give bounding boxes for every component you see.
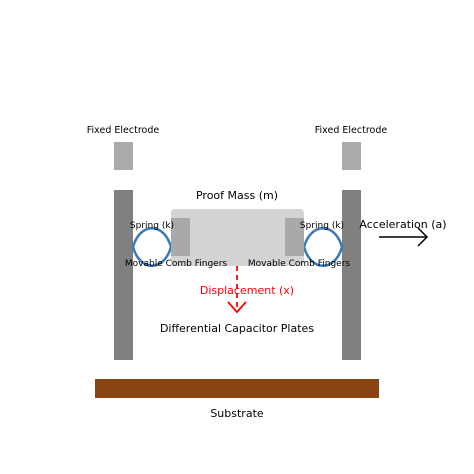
fixed-electrode-left-cap xyxy=(114,142,133,170)
comb-fingers-left-label: Movable Comb Fingers xyxy=(125,259,228,269)
spring-right-label: Spring (k) xyxy=(300,221,344,231)
fixed-electrode-right-label: Fixed Electrode xyxy=(315,125,388,136)
spring-right xyxy=(302,227,344,267)
fixed-electrode-left-label: Fixed Electrode xyxy=(87,125,160,136)
spring-left xyxy=(131,227,173,267)
acceleration-label: Acceleration (a) xyxy=(359,218,446,231)
displacement-label: Displacement (x) xyxy=(200,284,294,297)
comb-fingers-right xyxy=(285,218,304,256)
spring-left-label: Spring (k) xyxy=(130,221,174,231)
fixed-electrode-right-cap xyxy=(342,142,361,170)
displacement-arrow-head xyxy=(227,301,247,314)
comb-fingers-right-label: Movable Comb Fingers xyxy=(248,259,351,269)
comb-fingers-left xyxy=(171,218,190,256)
substrate xyxy=(95,379,379,398)
proof-mass xyxy=(171,209,304,266)
capacitor-plates-label: Differential Capacitor Plates xyxy=(160,322,314,335)
acceleration-arrow-head xyxy=(417,227,429,247)
fixed-electrode-right-plate xyxy=(342,190,361,360)
substrate-label: Substrate xyxy=(210,407,264,420)
proof-mass-label: Proof Mass (m) xyxy=(196,189,278,202)
fixed-electrode-left-plate xyxy=(114,190,133,360)
